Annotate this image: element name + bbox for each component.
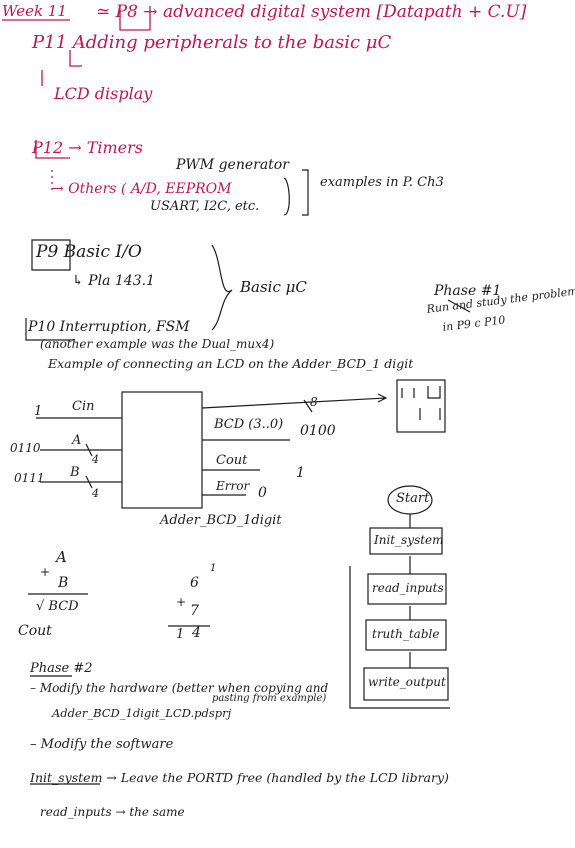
examples-bracket [302,169,309,216]
phase1-title: Phase #1 [434,283,502,299]
a-width: 4 [92,453,99,466]
flow-read-box [367,573,447,605]
cout-value: 1 [296,465,305,481]
bus-width: 8 [310,395,318,409]
error-label: Error [216,479,250,493]
phase2-line1: – Modify the hardware (better when copyi… [30,681,329,695]
p9-box [31,239,71,271]
calc-result-carry: 1 [176,627,185,642]
paren-right [283,177,290,216]
calc-num1: 6 [190,575,199,591]
phase2-line2: Adder_BCD_1digit_LCD.pdsprj [52,706,232,720]
p10-label: P10 Interruption, FSM [28,319,190,335]
calc-cout: Cout [18,623,52,639]
calc-num2: 7 [190,603,199,619]
examples-label: examples in P. Ch3 [320,175,444,190]
flow-write-label: write_output [368,675,446,689]
flow-truth-box [365,619,447,651]
flow-write-box [363,667,449,701]
phase2-title: Phase #2 [30,661,93,676]
phase2-line1b: pasting from example) [212,693,327,704]
calc-bcd: √ BCD [36,599,79,614]
b-width: 4 [92,487,99,500]
phase1-underline [447,299,471,313]
p12-label: P12 → Timers [32,138,143,157]
b-label: B [70,465,80,480]
calc-plus: + [40,565,51,579]
cout-label: Cout [216,453,248,468]
others-label: → Others ( A/D, EEPROM [52,181,232,197]
seg-digits [401,386,441,420]
another-example-note: (another example was the Dual_mux4) [40,337,275,351]
adder-block [121,391,203,509]
basic-uc-label: Basic μC [240,278,307,296]
lcd-label: LCD display [54,84,153,103]
bcd-label: BCD (3..0) [214,417,284,432]
p8-title: ≃ P8 → advanced digital system [Datapath… [96,2,527,22]
p11-title: P11 Adding peripherals to the basic μC [32,32,392,53]
bcd-value: 0100 [300,423,336,439]
cin-value: 1 [34,404,43,419]
connect-lcd-note: Example of connecting an LCD on the Adde… [48,356,414,371]
error-value: 0 [258,485,267,501]
flow-start-label: Start [396,491,430,506]
calc-a: A [56,548,67,566]
phase2-line5: read_inputs → the same [40,805,185,819]
output-bus [201,393,388,413]
a-bus [40,443,122,457]
calc-result: 4 [192,625,201,641]
a-value: 0110 [10,441,41,455]
week-label: Week 11 [2,2,67,20]
flow-loop [349,514,450,709]
adder-block-label: Adder_BCD_1digit [160,513,282,528]
seg-display [396,379,446,433]
flow-init-label: Init_system [374,533,444,547]
phase2-line3: – Modify the software [30,737,174,752]
p11-box [69,50,82,67]
b-value: 0111 [14,471,45,485]
calc-plus-2: + [176,595,187,609]
calc-carry: 1 [210,563,217,574]
basic-brace [211,244,233,331]
p9-label: P9 Basic I/O [36,242,142,262]
a-label: A [72,433,82,448]
flow-init-box [369,527,443,555]
pla-label: ↳ Pla 143.1 [72,273,155,289]
flow-truth-label: truth_table [372,627,440,641]
calc-b: B [58,575,69,591]
flow-read-label: read_inputs [372,581,444,595]
usart-label: USART, I2C, etc. [150,199,260,214]
p10-box [25,318,74,341]
p8-box [119,6,151,31]
b-bus [40,475,122,489]
pwm-label: PWM generator [176,157,289,173]
phase2-line4: Init_system → Leave the PORTD free (hand… [30,770,449,785]
cin-label: Cin [72,399,95,414]
p12-box [35,140,70,159]
